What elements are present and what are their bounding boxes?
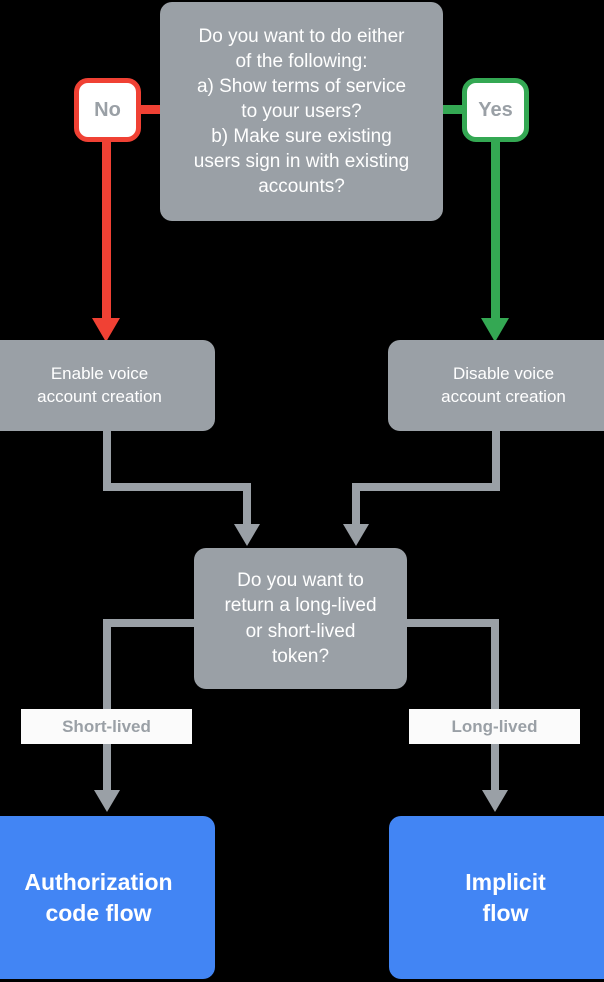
branch-pill-yes[interactable]: Yes bbox=[462, 78, 529, 142]
edge-disable-voice-down bbox=[492, 431, 500, 490]
node-authorization-code-flow[interactable]: Authorization code flow bbox=[0, 816, 215, 979]
branch-pill-yes-label: Yes bbox=[478, 98, 513, 121]
edge-label-short-lived-text: Short-lived bbox=[62, 716, 151, 736]
edge-long-lived-vertical bbox=[491, 619, 499, 794]
edge-short-lived-vertical bbox=[103, 619, 111, 794]
node-implicit-flow[interactable]: Implicit flow bbox=[389, 816, 604, 979]
edge-long-lived-arrowhead bbox=[482, 790, 508, 812]
edge-enable-voice-to-decision-token bbox=[243, 483, 251, 528]
edge-enable-voice-down bbox=[103, 431, 111, 490]
branch-pill-no-label: No bbox=[94, 98, 121, 121]
edge-label-long-lived-text: Long-lived bbox=[451, 716, 538, 736]
edge-enable-voice-arrowhead bbox=[234, 524, 260, 546]
edge-short-lived-horizontal bbox=[107, 619, 197, 627]
edge-yes-to-disable-voice-line bbox=[491, 138, 500, 324]
edge-disable-voice-left bbox=[352, 483, 500, 491]
edge-disable-voice-to-decision-token bbox=[352, 483, 360, 528]
edge-label-short-lived: Short-lived bbox=[21, 709, 192, 744]
node-implicit-flow-label: Implicit flow bbox=[465, 869, 546, 926]
edge-long-lived-horizontal bbox=[405, 619, 495, 627]
node-disable-voice-account-creation-label: Disable voice account creation bbox=[441, 364, 566, 406]
node-decision-token-lifetime[interactable]: Do you want to return a long-lived or sh… bbox=[194, 548, 407, 689]
edge-decision-tos-to-no bbox=[140, 105, 162, 114]
edge-disable-voice-arrowhead bbox=[343, 524, 369, 546]
edge-no-to-enable-voice-arrowhead bbox=[92, 318, 120, 342]
edge-yes-to-disable-voice-arrowhead bbox=[481, 318, 509, 342]
node-decision-token-lifetime-label: Do you want to return a long-lived or sh… bbox=[224, 570, 377, 667]
edge-short-lived-arrowhead bbox=[94, 790, 120, 812]
edge-no-to-enable-voice-line bbox=[102, 138, 111, 324]
node-decision-terms-of-service[interactable]: Do you want to do either of the followin… bbox=[160, 2, 443, 221]
edge-label-long-lived: Long-lived bbox=[409, 709, 580, 744]
node-authorization-code-flow-label: Authorization code flow bbox=[24, 869, 173, 926]
node-enable-voice-account-creation[interactable]: Enable voice account creation bbox=[0, 340, 215, 431]
node-decision-terms-of-service-label: Do you want to do either of the followin… bbox=[193, 25, 410, 198]
branch-pill-no[interactable]: No bbox=[74, 78, 141, 142]
edge-decision-tos-to-yes bbox=[442, 105, 464, 114]
node-disable-voice-account-creation[interactable]: Disable voice account creation bbox=[388, 340, 604, 431]
edge-enable-voice-right bbox=[103, 483, 251, 491]
node-enable-voice-account-creation-label: Enable voice account creation bbox=[37, 364, 162, 406]
